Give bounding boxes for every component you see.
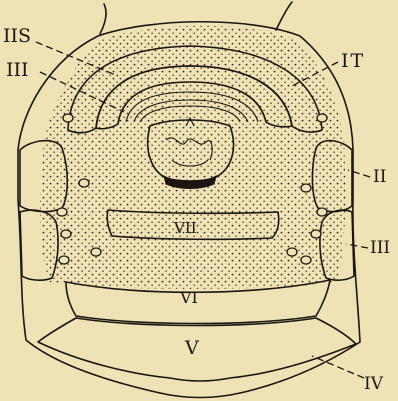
label-iii-left: III — [6, 59, 29, 81]
spiracle — [301, 256, 311, 264]
spiracle — [63, 114, 73, 122]
spiracle — [287, 248, 297, 256]
spiracle — [79, 179, 89, 187]
label-vii: VII — [173, 219, 197, 237]
spiracle — [91, 248, 101, 256]
leader-iii-right — [346, 244, 368, 248]
left-antenna — [100, 4, 106, 34]
label-ii-right: II — [373, 167, 386, 187]
label-iis: IIS — [3, 25, 31, 47]
spiracle — [59, 256, 69, 264]
spiracle — [311, 230, 321, 238]
right-antenna — [276, 2, 292, 30]
label-iii-right: III — [370, 238, 390, 258]
label-it: IT — [341, 50, 365, 72]
stippled-field — [40, 26, 346, 289]
spiracle — [301, 184, 311, 192]
label-vi: VI — [179, 288, 198, 307]
spiracle — [317, 208, 327, 216]
label-v: V — [184, 337, 199, 359]
leader-iv — [312, 356, 364, 378]
spiracle — [57, 208, 67, 216]
spiracle — [317, 114, 327, 122]
label-iv: IV — [364, 374, 384, 394]
spiracle — [61, 230, 71, 238]
